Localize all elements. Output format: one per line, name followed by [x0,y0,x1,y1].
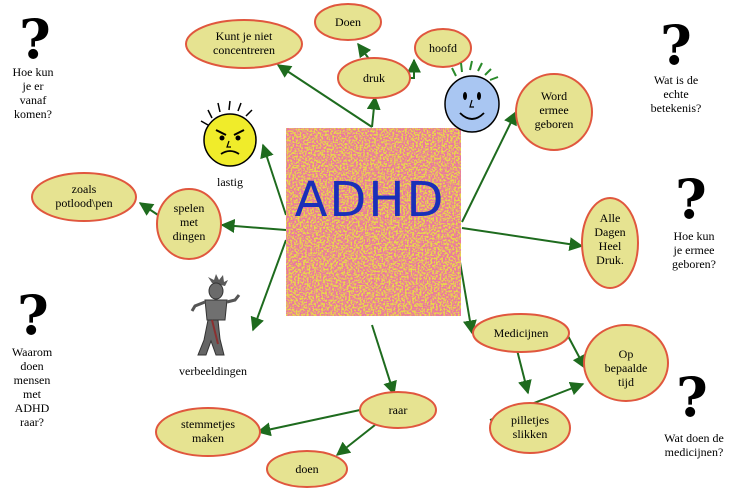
question-mark-icon: ? [17,283,49,347]
question-mark-icon: ? [660,13,692,77]
bubble-raar: raar [359,391,437,429]
bubble-druk: druk [337,57,411,99]
svg-text:Doen: Doen [335,15,361,29]
svg-text:druk: druk [363,71,385,85]
bubble-doen-top: Doen [314,3,382,41]
svg-text:Medicijnen: Medicijnen [494,326,549,340]
monster-figure-icon [190,274,241,356]
verbeeldingen-label: verbeeldingen [179,364,247,378]
center-box: ADHD [286,128,461,316]
center-title: ADHD [295,172,446,228]
bubble-medicijnen: Medicijnen [472,313,570,353]
svg-text:raar: raar [389,403,408,417]
svg-text:hoofd: hoofd [429,41,457,55]
angry-face-icon [200,100,257,167]
connector-arrows [138,42,586,456]
svg-text:doen: doen [295,462,318,476]
lastig-label: lastig [217,175,243,189]
bubble-doen-bottom: doen [266,450,348,488]
bubble-hoofd: hoofd [414,28,472,68]
question-mark-icon: ? [19,7,51,71]
smiling-face-icon [444,60,500,133]
question-mark-icon: ? [676,365,708,429]
question-mark-icon: ? [675,167,707,231]
